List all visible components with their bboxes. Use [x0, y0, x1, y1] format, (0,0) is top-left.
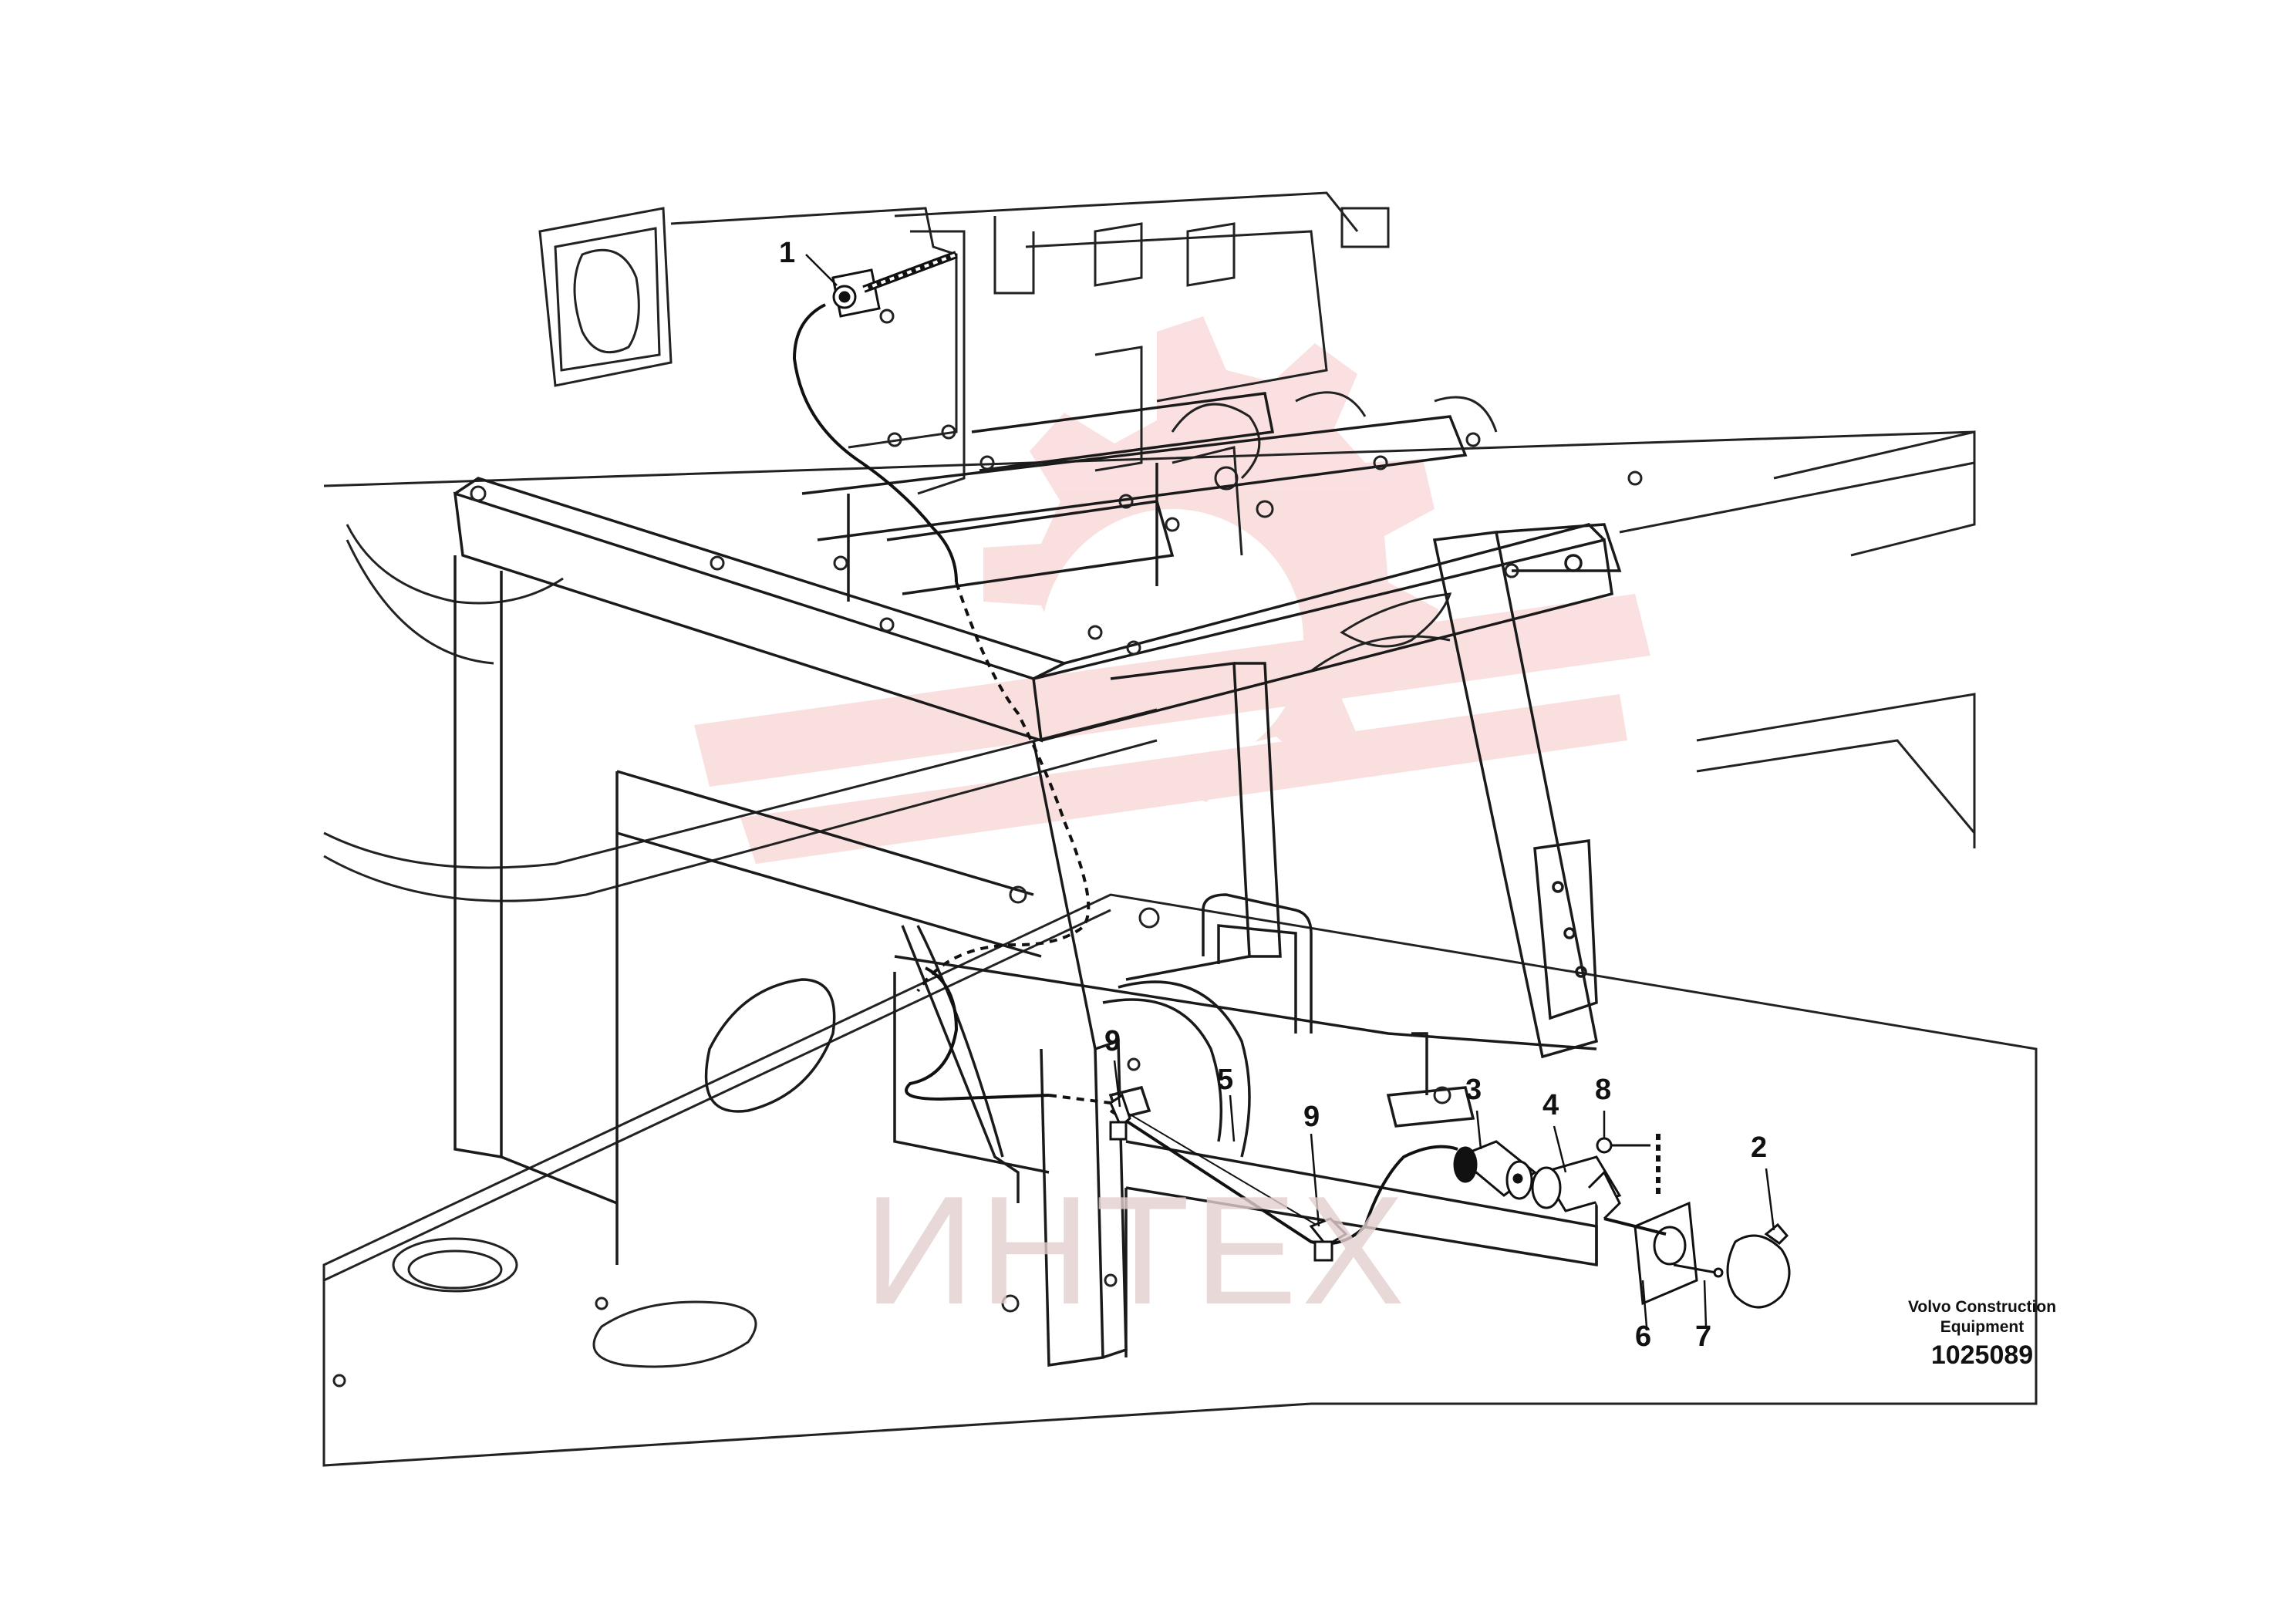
- lower-slot-opening: [704, 978, 836, 1113]
- watermark-swoosh-1: [694, 594, 1650, 787]
- part-4-sleeve: [1531, 1155, 1622, 1220]
- engine-block: [538, 191, 1498, 648]
- callout-2: 2: [1751, 1131, 1767, 1164]
- watermark-text: ИНТЕХ: [864, 1165, 1409, 1337]
- base-hole-2: [407, 1249, 503, 1290]
- curved-bracket: [901, 925, 1020, 1203]
- cable-upper-solid: [792, 303, 958, 583]
- rear-frame: [323, 430, 1976, 902]
- part-6-socket-plate: [1603, 1201, 1698, 1306]
- main-support-frame: [453, 392, 1622, 1367]
- frame-bolts: [470, 432, 1643, 1313]
- watermark-swoosh-2: [740, 694, 1627, 864]
- callout-6: 6: [1635, 1320, 1651, 1353]
- callout-1: 1: [779, 237, 795, 269]
- part-7-screw: [1673, 1263, 1724, 1278]
- part-3-connector: [1453, 1140, 1537, 1200]
- company-name: Volvo Construction Equipment: [1866, 1297, 2098, 1337]
- part-2-cap: [1726, 1222, 1791, 1309]
- watermark-logo: [694, 316, 1650, 864]
- cable-hidden-lower: [1048, 1094, 1111, 1104]
- callout-4: 4: [1542, 1089, 1559, 1121]
- part-9-clamp-right: [1309, 1217, 1348, 1262]
- base-hole-1: [392, 1237, 518, 1293]
- cable-lower-solid: [905, 966, 1050, 1101]
- base-plate: [322, 893, 2038, 1467]
- callout-labels: 1 2 3 4 5 6 7 8 9 9: [779, 237, 1767, 1353]
- callout-9-left: 9: [1104, 1025, 1121, 1057]
- cable-hidden-section: [916, 582, 1091, 993]
- company-name-line1: Volvo Construction: [1907, 1298, 2057, 1316]
- callout-9-right: 9: [1303, 1101, 1320, 1133]
- drawing-number: 1025089: [1930, 1340, 2034, 1370]
- u-handle: [1202, 893, 1313, 1034]
- callout-3: 3: [1465, 1074, 1482, 1106]
- engine-flywheel-opening: [573, 248, 640, 354]
- callout-7: 7: [1695, 1320, 1711, 1353]
- cable-to-connector: [1109, 1109, 1458, 1246]
- cable-harness: [792, 303, 1458, 1246]
- company-name-line2: Equipment: [1940, 1318, 2025, 1336]
- callout-5: 5: [1217, 1064, 1233, 1096]
- part-8-bolt: [1596, 1134, 1660, 1195]
- part-1-sensor: [831, 251, 958, 318]
- callout-8: 8: [1595, 1074, 1611, 1106]
- leader-lines: [805, 254, 1775, 1327]
- fan-disc: [1340, 592, 1452, 648]
